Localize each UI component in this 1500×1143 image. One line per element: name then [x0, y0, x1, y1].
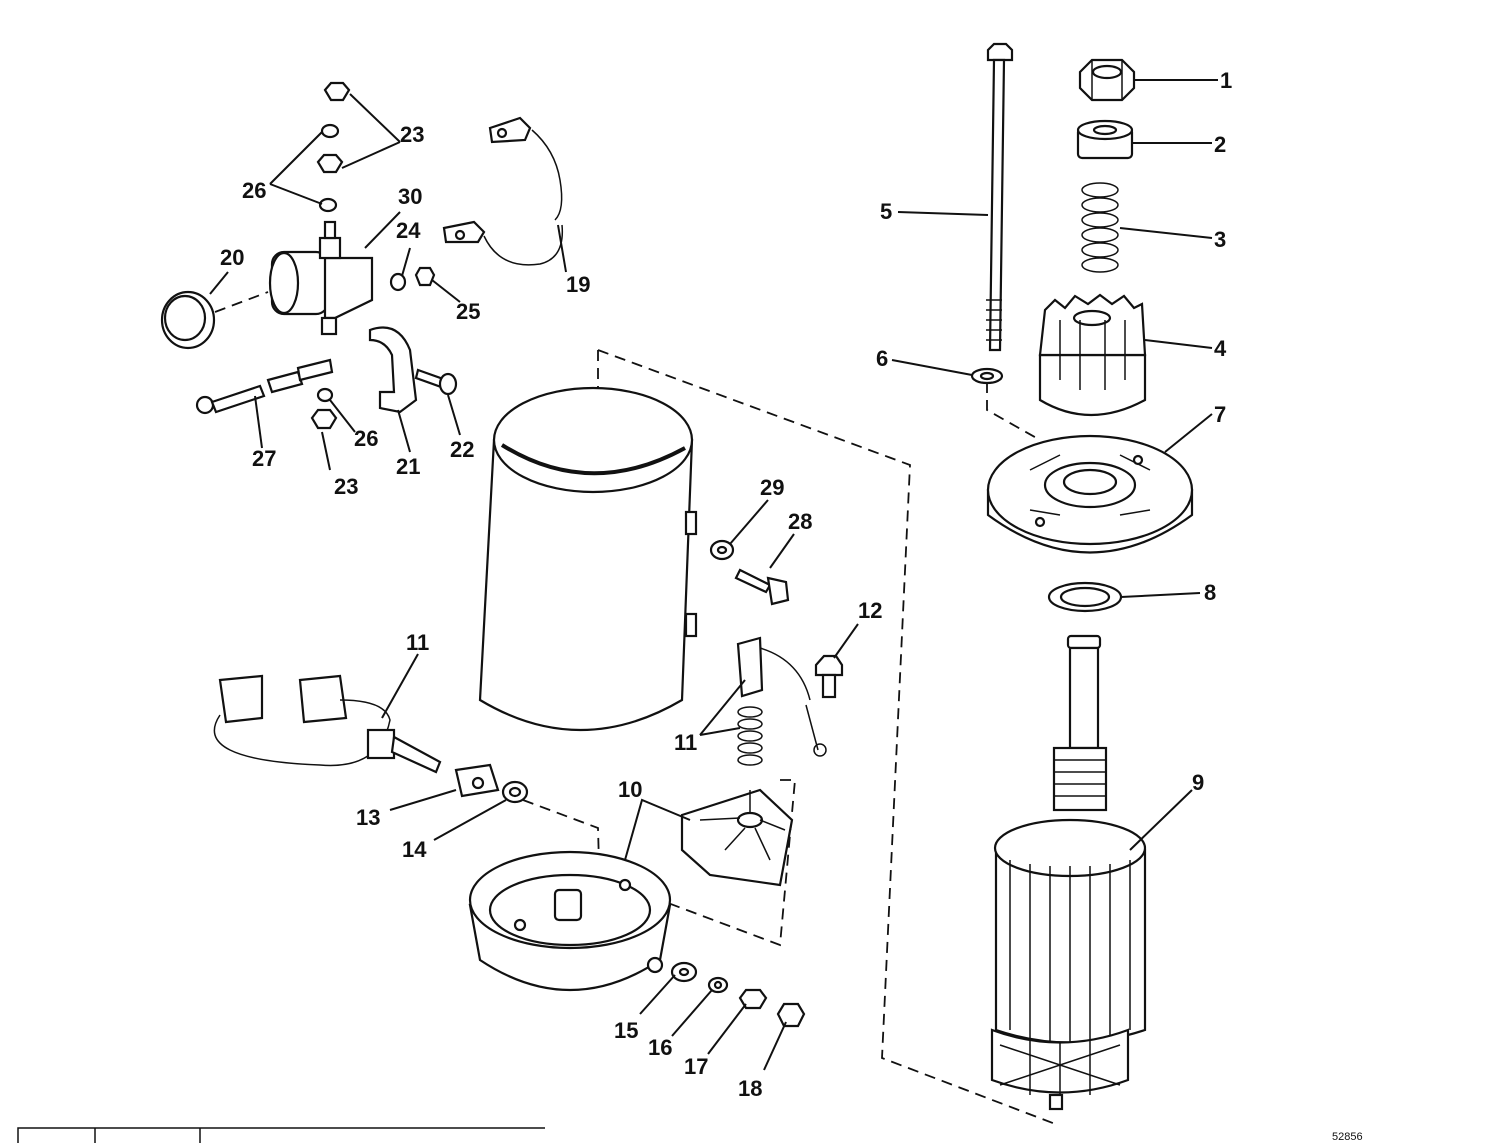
part-8-thrust-washer [1047, 581, 1123, 613]
callout-10: 10 [618, 777, 642, 802]
callout-17: 17 [684, 1054, 708, 1079]
callout-13: 13 [356, 805, 380, 830]
callout-24: 24 [396, 218, 421, 243]
part-29-washer [709, 539, 735, 561]
callout-7: 7 [1214, 402, 1226, 427]
callout-19: 19 [566, 272, 590, 297]
callout-25: 25 [456, 299, 480, 324]
callout-5: 5 [880, 199, 892, 224]
part-27-terminal-stud [195, 358, 334, 415]
callout-3: 3 [1214, 227, 1226, 252]
callout-27: 27 [252, 446, 276, 471]
part-4-drive-pinion [1038, 293, 1147, 416]
callout-12: 12 [858, 598, 882, 623]
part-5-through-bolt [986, 42, 1014, 352]
part-7-drive-end-plate [986, 434, 1194, 554]
part-28-bolt [734, 568, 790, 606]
callout-9: 9 [1192, 770, 1204, 795]
callout-26-top: 26 [242, 178, 266, 203]
callout-22: 22 [450, 437, 474, 462]
callout-21: 21 [396, 454, 420, 479]
callout-2: 2 [1214, 132, 1226, 157]
part-13-terminal-block [454, 763, 500, 798]
parts-15-18-hardware [670, 961, 806, 1028]
part-6-washer [970, 367, 1004, 385]
callout-26-bottom: 26 [354, 426, 378, 451]
part-12-screw [805, 654, 844, 757]
callout-23-top: 23 [400, 122, 424, 147]
callout-1: 1 [1220, 68, 1232, 93]
callout-labels: 1 2 3 4 5 6 7 8 9 10 11 11 12 13 14 15 1… [220, 68, 1232, 1101]
part-19-cable [442, 116, 564, 266]
drawing-number: 52856 [1332, 1131, 1363, 1143]
callout-4: 4 [1214, 336, 1227, 361]
callout-16: 16 [648, 1035, 672, 1060]
part-21-bracket [368, 326, 418, 414]
part-1-nut [1078, 58, 1136, 102]
callout-11-left: 11 [406, 630, 429, 655]
commutator-end-cap [468, 850, 672, 991]
callout-8: 8 [1204, 580, 1216, 605]
leader-lines [209, 79, 1218, 1071]
callout-18: 18 [738, 1076, 762, 1101]
callout-6: 6 [876, 346, 888, 371]
part-3-spring [1081, 182, 1119, 273]
part-24-25-hardware [389, 266, 436, 292]
callout-30: 30 [398, 184, 422, 209]
parts-23-26-nuts-washers [310, 81, 351, 430]
part-10-brush-holder-plate [680, 788, 794, 887]
callout-11-right: 11 [674, 730, 697, 755]
part-22-screw [414, 368, 458, 396]
callout-23-bottom: 23 [334, 474, 358, 499]
part-30-solenoid-switch [268, 220, 374, 336]
footer-table-edge [17, 1127, 545, 1143]
motor-frame-housing [478, 386, 698, 731]
part-20-boot [160, 290, 216, 350]
part-2-collar [1076, 119, 1134, 160]
part-11-field-brushes [213, 674, 442, 774]
callout-15: 15 [614, 1018, 638, 1043]
callout-29: 29 [760, 475, 784, 500]
callout-14: 14 [402, 837, 427, 862]
part-14-insulating-washer [501, 780, 529, 804]
callout-28: 28 [788, 509, 812, 534]
part-9-armature [990, 634, 1147, 1111]
part-11-brush-spring [736, 636, 811, 766]
callout-20: 20 [220, 245, 244, 270]
